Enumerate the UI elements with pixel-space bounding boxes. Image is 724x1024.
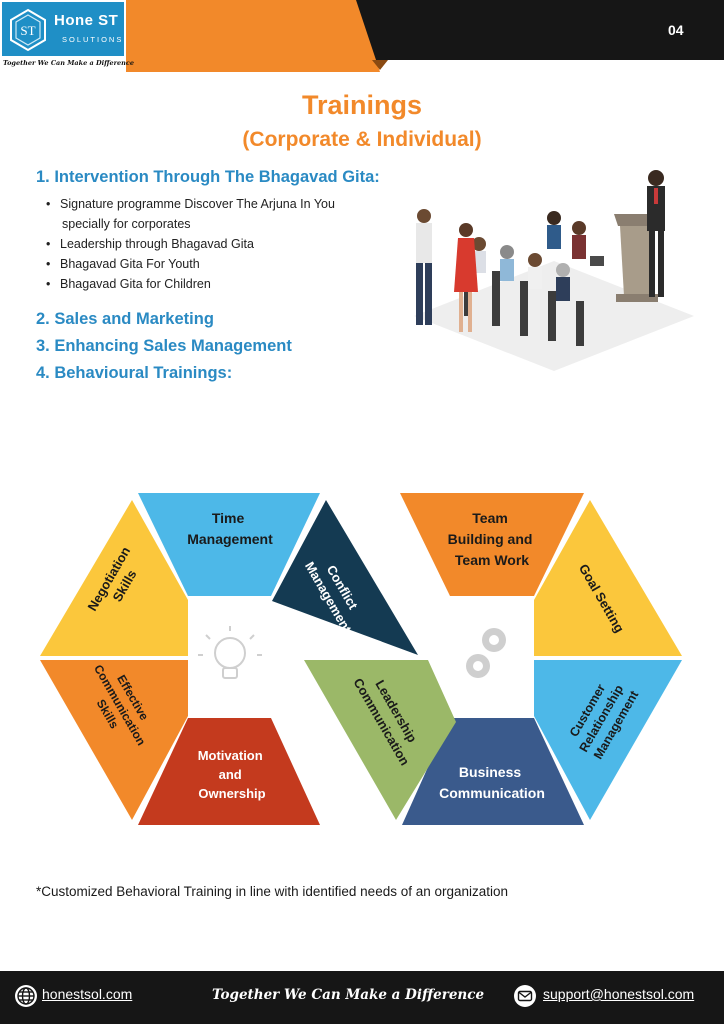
logo[interactable]: ST Hone ST SOLUTIONS Together We Can Mak… — [0, 0, 134, 72]
bullet-item: Bhagavad Gita for Children — [46, 274, 335, 294]
header-accent-notch — [372, 60, 388, 70]
footer-tagline: Together We Can Make a Difference — [212, 987, 485, 1003]
email-link[interactable]: support@honestsol.com — [543, 986, 695, 1002]
seminar-illustration — [414, 170, 694, 371]
label-business-communication: Business Communication — [439, 764, 545, 801]
gears-icon — [466, 628, 506, 678]
segment-effective-communication — [40, 660, 188, 820]
segment-business-communication — [402, 718, 584, 825]
logo-subtitle: SOLUTIONS — [62, 35, 124, 44]
logo-tagline: Together We Can Make a Difference — [3, 59, 134, 67]
segment-time-management — [138, 493, 320, 596]
section-heading-behavioural: 4. Behavioural Trainings: — [36, 364, 233, 382]
section-heading-gita: 1. Intervention Through The Bhagavad Git… — [36, 168, 380, 186]
footnote: *Customized Behavioral Training in line … — [36, 884, 509, 899]
segment-negotiation-skills — [40, 500, 188, 656]
logo-panel: ST Hone ST SOLUTIONS — [2, 2, 124, 56]
bullet-item: Signature programme Discover The Arjuna … — [46, 194, 335, 214]
left-hexagon: Time Management Conflict Management Moti… — [40, 493, 418, 825]
footer-bar: honestsol.com Together We Can Make a Dif… — [0, 971, 724, 1024]
segment-conflict-management — [272, 500, 418, 655]
segment-team-building — [400, 493, 584, 596]
segment-goal-setting — [534, 500, 682, 656]
website-link[interactable]: honestsol.com — [42, 986, 133, 1002]
right-hexagon: Team Building and Team Work Goal Setting… — [304, 493, 682, 825]
logo-initials: ST — [20, 23, 35, 38]
behavioural-hexagon-diagram: Time Management Conflict Management Moti… — [40, 493, 682, 825]
section-heading-sales-management: 3. Enhancing Sales Management — [36, 337, 292, 355]
lightbulb-icon — [198, 626, 262, 679]
gita-bullet-list: Signature programme Discover The Arjuna … — [46, 194, 335, 294]
label-team-building: Team Building and Team Work — [448, 510, 537, 568]
globe-icon — [15, 985, 37, 1007]
label-time-management: Time Management — [187, 510, 273, 547]
label-motivation-ownership: Motivation and Ownership — [198, 748, 267, 801]
bullet-item-continuation: specially for corporates — [62, 217, 191, 231]
bullet-item: Bhagavad Gita For Youth — [46, 254, 335, 274]
logo-name: Hone ST — [54, 12, 119, 29]
segment-motivation-ownership — [138, 718, 320, 825]
segment-leadership-communication — [304, 660, 456, 820]
page-number: 04 — [668, 22, 684, 38]
logo-mark-icon: ST — [10, 8, 46, 52]
page-title: Trainings — [301, 90, 423, 120]
page-subtitle: (Corporate & Individual) — [242, 128, 482, 151]
segment-customer-relationship — [534, 660, 682, 820]
bullet-item: Leadership through Bhagavad Gita — [46, 234, 335, 254]
envelope-icon — [514, 985, 536, 1007]
section-heading-sales: 2. Sales and Marketing — [36, 310, 214, 328]
